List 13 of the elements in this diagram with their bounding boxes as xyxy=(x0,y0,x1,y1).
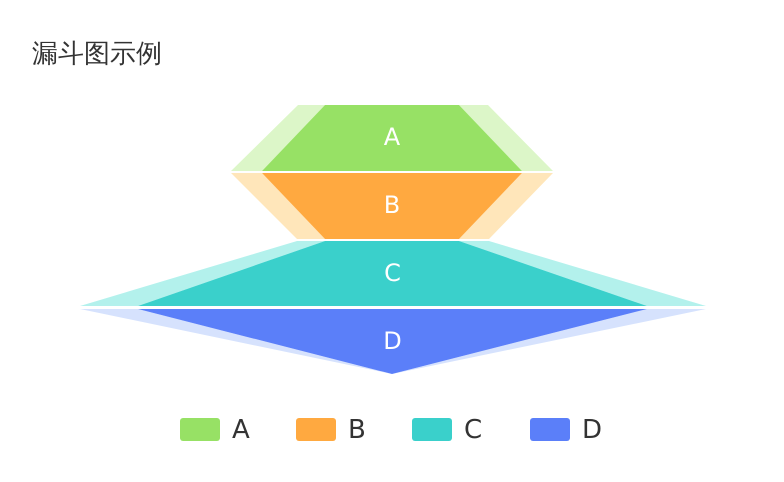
segment-label: D xyxy=(382,327,403,355)
legend-label: C xyxy=(464,416,482,444)
funnel-segment xyxy=(138,309,647,374)
chart-title: 漏斗图示例 xyxy=(32,38,162,71)
segment-label: B xyxy=(382,191,402,219)
legend-label: A xyxy=(232,416,250,444)
legend-label: B xyxy=(348,416,366,444)
segment-label: A xyxy=(382,123,402,151)
funnel-segment xyxy=(262,173,522,239)
funnel-segment xyxy=(262,105,522,171)
segment-label: C xyxy=(383,259,402,287)
funnel-segment xyxy=(138,241,647,306)
legend-label: D xyxy=(582,416,602,444)
